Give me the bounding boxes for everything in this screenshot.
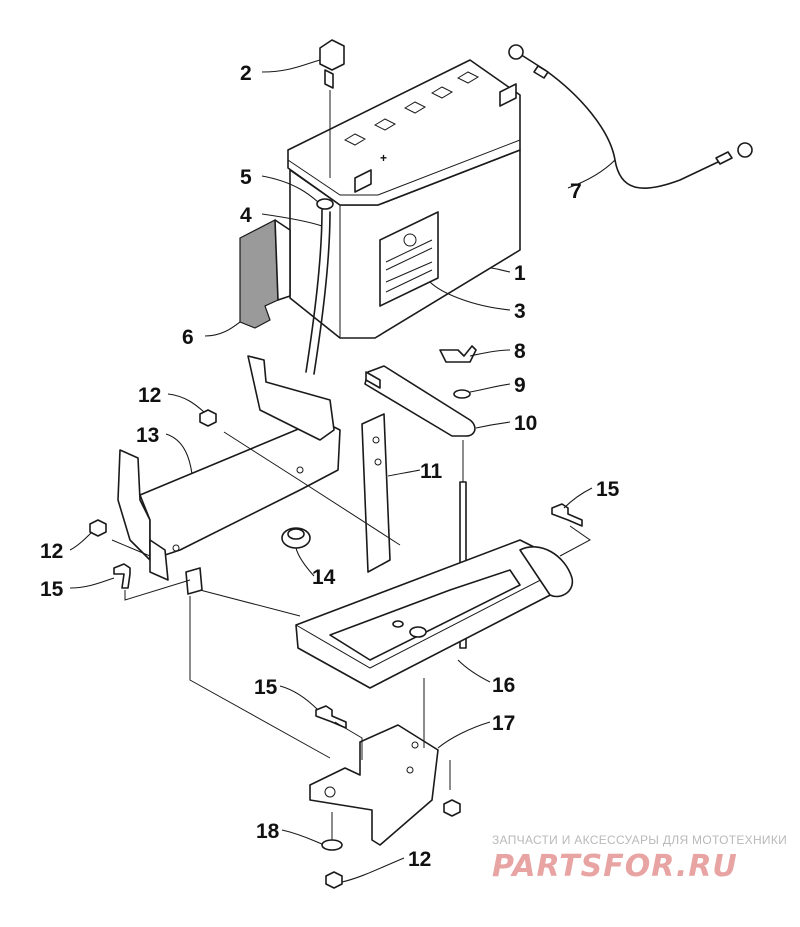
hold-down-strap — [364, 365, 476, 437]
callout-8: 8 — [514, 340, 526, 363]
leader-lines — [69, 59, 616, 883]
support-rod — [361, 413, 391, 573]
assembly-lines — [111, 431, 591, 840]
grommet — [281, 527, 311, 549]
lower-bracket — [309, 724, 439, 846]
callout-13: 13 — [136, 424, 159, 447]
flange-bolt — [113, 563, 131, 589]
callout-7: 7 — [570, 180, 582, 203]
washer — [453, 389, 471, 399]
flange-bolt — [551, 503, 583, 527]
hex-nut — [199, 409, 217, 427]
callout-14: 14 — [312, 566, 336, 589]
callout-1: 1 — [514, 262, 526, 285]
callouts: 2 5 4 7 1 3 6 8 9 10 11 12 13 12 15 14 1… — [40, 62, 620, 871]
vent-tube — [305, 90, 331, 375]
callout-18: 18 — [256, 820, 280, 843]
hex-nut — [325, 871, 343, 889]
vent-cap — [319, 39, 345, 89]
hex-nut — [89, 519, 107, 537]
callout-12-top: 12 — [138, 384, 161, 407]
callout-2: 2 — [240, 62, 252, 85]
callout-4: 4 — [240, 204, 252, 227]
ground-cable — [508, 44, 753, 189]
front-bracket — [117, 355, 341, 581]
wing-nut — [439, 345, 477, 363]
watermark-subtitle: ЗАПЧАСТИ И АКСЕССУАРЫ ДЛЯ МОТОТЕХНИКИ — [492, 833, 787, 847]
svg-text:+: + — [380, 151, 387, 165]
callout-15-bottom: 15 — [254, 676, 278, 699]
callout-12-bottom: 12 — [408, 848, 431, 871]
flange-bolt — [315, 705, 347, 729]
callout-10: 10 — [514, 412, 537, 435]
flat-washer — [321, 839, 343, 851]
callout-6: 6 — [182, 326, 194, 349]
battery-tray — [185, 539, 574, 689]
callout-11: 11 — [420, 460, 443, 483]
battery-cover — [239, 219, 291, 329]
callout-15-right: 15 — [596, 478, 620, 501]
watermark: ЗАПЧАСТИ И АКСЕССУАРЫ ДЛЯ МОТОТЕХНИКИ PA… — [492, 833, 787, 884]
callout-17: 17 — [492, 712, 515, 735]
tube-clamp — [316, 198, 334, 210]
callout-15-left: 15 — [40, 578, 64, 601]
callout-9: 9 — [514, 374, 526, 397]
callout-3: 3 — [514, 300, 526, 323]
callout-16: 16 — [492, 674, 515, 697]
hex-nut — [443, 799, 461, 817]
watermark-brand: PARTSFOR.RU — [492, 849, 738, 884]
callout-12-left: 12 — [40, 540, 63, 563]
battery: + — [287, 59, 521, 339]
callout-5: 5 — [240, 166, 252, 189]
